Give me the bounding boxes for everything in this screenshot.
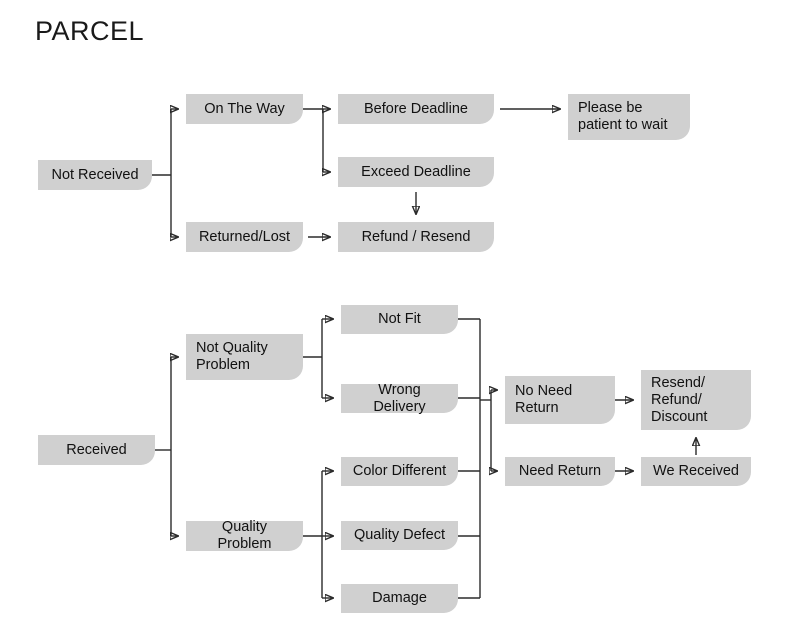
node-on-the-way[interactable]: On The Way [186, 94, 303, 124]
edge-bus-to-need-return [458, 400, 497, 599]
node-we-received[interactable]: We Received [641, 457, 751, 486]
node-need-return[interactable]: Need Return [505, 457, 615, 486]
edge-on-the-way-split [303, 109, 330, 172]
edge-quality-problem-split [303, 471, 333, 598]
node-returned-lost[interactable]: Returned/Lost [186, 222, 303, 252]
node-resend-refund-discount[interactable]: Resend/ Refund/ Discount [641, 370, 751, 430]
edge-not-received-split [152, 109, 178, 237]
node-not-received[interactable]: Not Received [38, 160, 152, 190]
node-not-fit[interactable]: Not Fit [341, 305, 458, 334]
edge-received-split [155, 357, 178, 536]
node-no-need-return[interactable]: No Need Return [505, 376, 615, 424]
edge-bus-to-no-need-return [458, 318, 497, 401]
node-exceed-deadline[interactable]: Exceed Deadline [338, 157, 494, 187]
node-before-deadline[interactable]: Before Deadline [338, 94, 494, 124]
node-please-be-patient[interactable]: Please be patient to wait [568, 94, 690, 140]
node-not-quality-problem[interactable]: Not Quality Problem [186, 334, 303, 380]
node-color-different[interactable]: Color Different [341, 457, 458, 486]
node-refund-resend[interactable]: Refund / Resend [338, 222, 494, 252]
node-wrong-delivery[interactable]: Wrong Delivery [341, 382, 458, 415]
page-title: PARCEL [35, 16, 145, 46]
node-received[interactable]: Received [38, 435, 155, 465]
node-quality-defect[interactable]: Quality Defect [341, 521, 458, 550]
edge-not-quality-problem-split [303, 319, 333, 398]
node-quality-problem[interactable]: Quality Problem [186, 519, 303, 552]
node-damage[interactable]: Damage [341, 584, 458, 613]
